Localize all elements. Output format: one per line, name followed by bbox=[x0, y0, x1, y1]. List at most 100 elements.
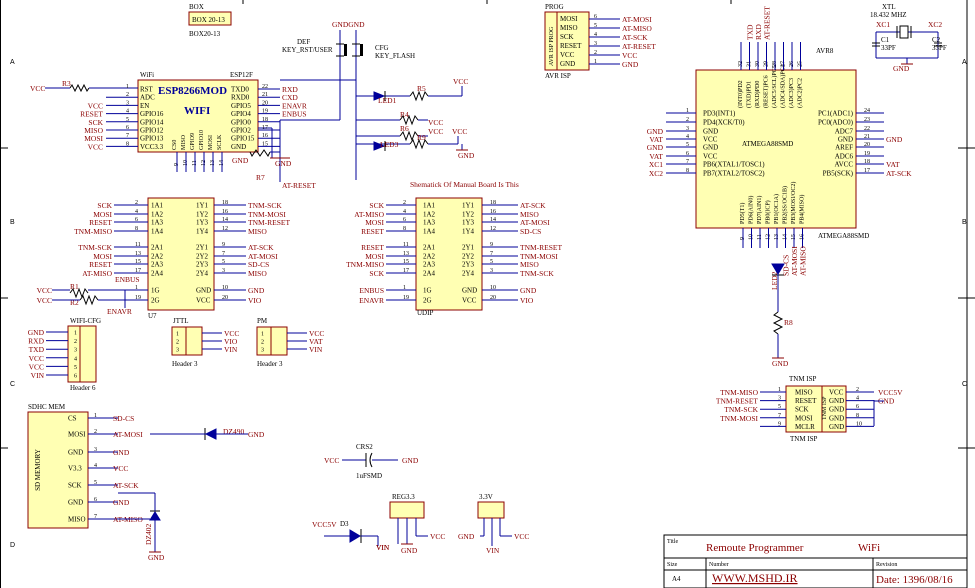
u7-right-pin-name: 1Y1 bbox=[196, 202, 209, 210]
esp-left-pin-name: GPIO16 bbox=[140, 110, 164, 118]
avr-right-pin-name: AVCC bbox=[834, 161, 853, 169]
gndgnd-label: GNDGND bbox=[332, 20, 365, 29]
led-circuit: R5 VCC LED1 R4 R6 VCC VCC R9 VCC GND LED… bbox=[356, 77, 475, 160]
udip-left-pin-number: 4 bbox=[403, 209, 406, 215]
udip-left-pin-name: 2A4 bbox=[423, 270, 436, 278]
esp-gnd-label: GND bbox=[232, 156, 249, 165]
esp-r7: R7 bbox=[256, 173, 265, 182]
avr-left-net: VAT bbox=[649, 152, 663, 161]
u7-right-pin-number: 14 bbox=[222, 217, 228, 223]
tnm-right-pin-name: VCC bbox=[829, 389, 844, 397]
tnm-right-pin-number: 10 bbox=[856, 421, 862, 427]
avr-right-pin-number: 18 bbox=[864, 159, 870, 165]
xtl-title: XTL bbox=[882, 3, 896, 11]
avr-left-pin-name: GND bbox=[703, 144, 718, 152]
tnm-left-net: TNM-MOSI bbox=[720, 414, 758, 423]
prog-net-label: GND bbox=[622, 60, 639, 69]
jttl-title: JTTL bbox=[173, 317, 189, 325]
udip-right-net: TNM-RESET bbox=[520, 243, 563, 252]
udip-left-pin-name: 1A2 bbox=[423, 211, 436, 219]
esp-left-pin-number: 3 bbox=[126, 100, 129, 106]
udip-right-pin-name: 1Y3 bbox=[462, 219, 475, 227]
u7-left-pin-number: 8 bbox=[135, 226, 138, 232]
udip-left-pin-number: 13 bbox=[403, 251, 409, 257]
esp-right-pin-name: GPIO4 bbox=[231, 110, 251, 118]
esp-right-net: CXD bbox=[282, 93, 298, 102]
u7-right-pin-number: 16 bbox=[222, 209, 228, 215]
tnm-isp-header: TNM ISP TNM ISP TNM ISP bbox=[785, 375, 847, 443]
avr-bottom-pin-name: PB2(SS/OC1B) bbox=[782, 186, 789, 224]
tnm-right-net: GND bbox=[878, 397, 895, 406]
led1-label: LED1 bbox=[378, 96, 397, 105]
avr-led2: LED2 bbox=[770, 271, 779, 290]
udip-left-pin-name: 2A2 bbox=[423, 253, 436, 261]
box-designator: BOX20-13 bbox=[189, 30, 221, 38]
esp-left-pin-number: 8 bbox=[126, 141, 129, 147]
esp-right-net: ENBUS bbox=[282, 110, 307, 119]
led-r4-vcc: VCC bbox=[428, 118, 443, 127]
esp-right-pin-name: GPIO5 bbox=[231, 102, 251, 110]
avr-top-pin-name: (TXD)PD1 bbox=[746, 81, 753, 108]
led-r6-vcc: VCC bbox=[428, 127, 443, 136]
esp-right-net: ENAVR bbox=[282, 101, 307, 110]
sd-title: SDHC MEM bbox=[28, 403, 66, 411]
u7-left-net: AT-MISO bbox=[82, 269, 112, 278]
udip-left-net: SCK bbox=[369, 201, 384, 210]
row-letter-a-right: A bbox=[962, 59, 967, 66]
u7-right-pin-name: 2Y1 bbox=[196, 244, 209, 252]
led-r9: R9 bbox=[417, 133, 426, 142]
esp-left-net: VCC bbox=[88, 101, 103, 110]
u7-right-pin-name: 2Y3 bbox=[196, 261, 209, 269]
u7-left-pin-name: 1A4 bbox=[151, 228, 164, 236]
esp-right-pin-name: GND bbox=[231, 143, 246, 151]
u7-left-pin-number: 11 bbox=[135, 242, 141, 248]
wificfg-pin-number: 1 bbox=[74, 331, 77, 337]
crs2-capacitor: CRS2 VCC GND 1uFSMD bbox=[324, 443, 419, 480]
title-block: Title Remoute Programmer WiFi Size Numbe… bbox=[663, 534, 968, 588]
u7-left-net: RESET bbox=[89, 218, 112, 227]
prog-pin-name: VCC bbox=[560, 51, 575, 59]
avr-title: AVR8 bbox=[816, 47, 834, 55]
u7-left-pin-name: 2A4 bbox=[151, 270, 164, 278]
esp-r3: R3 bbox=[62, 79, 71, 88]
udip-left-pin-name: 1G bbox=[423, 287, 432, 295]
led3-label: LED3 bbox=[380, 140, 399, 149]
esp-right-pin-name: RXD0 bbox=[231, 94, 250, 102]
v33-vin: VIN bbox=[486, 546, 500, 555]
jttl-net: VIO bbox=[224, 337, 238, 346]
pm-pin-number: 2 bbox=[261, 340, 264, 346]
u7-left-pin-number: 4 bbox=[135, 209, 138, 215]
wificfg-net: GND bbox=[28, 328, 45, 337]
u7-right-pin-name: 2Y4 bbox=[196, 270, 209, 278]
wificfg-pin-number: 3 bbox=[74, 348, 77, 354]
esp-at-reset: AT-RESET bbox=[282, 181, 316, 190]
avr-left-pin-number: 1 bbox=[686, 108, 689, 114]
avr-right-net: AT-SCK bbox=[886, 169, 912, 178]
avr-right-pin-name: PC0(ADC0) bbox=[818, 119, 854, 127]
avr-right-pin-number: 24 bbox=[864, 108, 870, 114]
wificfg-pin-number: 4 bbox=[74, 356, 77, 362]
esp-right-pin-name: TXD0 bbox=[231, 86, 249, 94]
avr-bottom-net: SD-CS bbox=[782, 255, 791, 276]
crs2-designator: CRS2 bbox=[356, 443, 373, 451]
prog-designator: AVR ISP bbox=[545, 72, 571, 80]
xtl-c1: C1 bbox=[881, 36, 890, 44]
size-value: A4 bbox=[672, 575, 681, 583]
esp-bottom-pin-name: GPIO9 bbox=[190, 133, 196, 150]
u7-left-pin-number: 1 bbox=[135, 285, 138, 291]
avr-bottom-net: AT-MOSI bbox=[790, 246, 799, 276]
title-label: Title bbox=[667, 539, 678, 545]
reg-vcc: VCC bbox=[430, 532, 445, 541]
avr-left-pin-name: PB7(XTAL2/TOSC2) bbox=[703, 170, 765, 178]
sd-pin-name: SCK bbox=[68, 482, 82, 490]
u7-right-pin-name: VCC bbox=[196, 297, 211, 305]
sd-net: SD-CS bbox=[113, 414, 134, 423]
jttl-net: VIN bbox=[224, 345, 238, 354]
prog-net-label: AT-MOSI bbox=[622, 15, 652, 24]
udip-right-net: AT-SCK bbox=[520, 201, 546, 210]
esp-bottom-pin-name: GPIO10 bbox=[199, 130, 205, 150]
